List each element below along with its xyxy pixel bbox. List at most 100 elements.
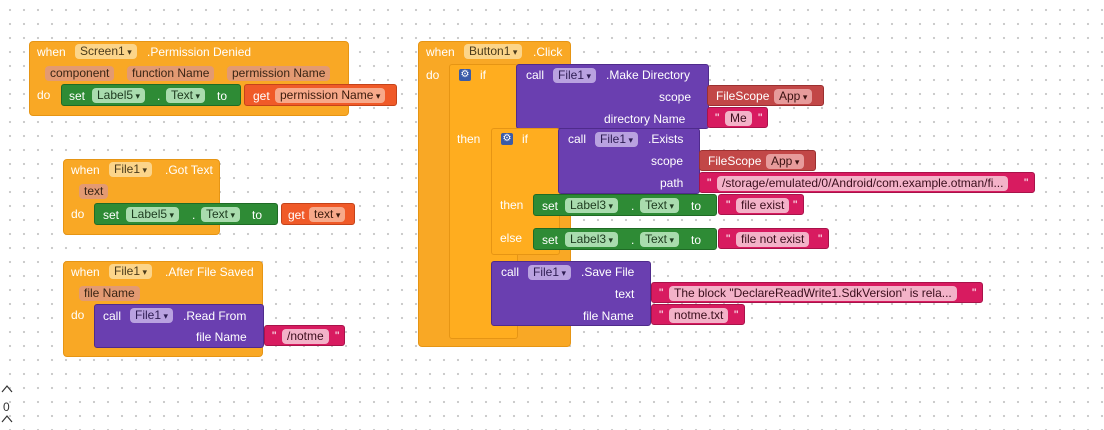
method-name: .Make Directory	[606, 68, 691, 82]
when-keyword: when	[426, 45, 455, 59]
quote-open: "	[659, 308, 664, 322]
event-name: .Got Text	[165, 163, 213, 177]
get-variable-dropdown[interactable]: permission Name	[275, 88, 386, 103]
text-string-value[interactable]: Me	[725, 111, 752, 126]
to-keyword: to	[691, 199, 702, 213]
call-file1-read-from-block[interactable]: call File1 .Read From file Name	[94, 304, 264, 348]
filescope-label: FileScope	[708, 154, 762, 168]
quote-close: "	[793, 198, 798, 212]
set-target-dropdown[interactable]: Label3	[565, 232, 619, 247]
set-keyword: set	[103, 208, 120, 222]
set-property-dropdown[interactable]: Text	[166, 88, 206, 103]
arg-label-file-name: file Name	[196, 330, 247, 344]
call-keyword: call	[526, 68, 545, 82]
quote-open: "	[707, 176, 712, 190]
param-file-name[interactable]: file Name	[79, 286, 140, 301]
do-keyword: do	[71, 308, 85, 322]
text-string-block[interactable]: " file not exist "	[718, 228, 829, 249]
quote-close: "	[972, 286, 977, 300]
method-name: .Save File	[581, 265, 635, 279]
call-component-dropdown[interactable]: File1	[553, 68, 597, 83]
param-function-name[interactable]: function Name	[127, 66, 215, 81]
text-string-value[interactable]: The block "DeclareReadWrite1.SdkVersion"…	[669, 286, 957, 301]
text-string-block[interactable]: " notme.txt "	[651, 304, 745, 325]
text-string-block[interactable]: " /notme "	[264, 325, 345, 346]
text-string-value[interactable]: /storage/emulated/0/Android/com.example.…	[717, 176, 1009, 191]
set-target-dropdown[interactable]: Label5	[92, 88, 146, 103]
set-label5-text-block[interactable]: set Label5 . Text to	[61, 84, 241, 106]
call-keyword: call	[568, 132, 587, 146]
get-keyword: get	[253, 89, 270, 103]
quote-open: "	[272, 329, 277, 343]
filescope-dropdown[interactable]: App	[774, 89, 813, 104]
quote-close: "	[335, 329, 340, 343]
event-name: .Permission Denied	[147, 45, 252, 59]
get-keyword: get	[288, 208, 305, 222]
quote-close: "	[818, 232, 823, 246]
set-target-dropdown[interactable]: Label3	[565, 198, 619, 213]
call-component-dropdown[interactable]: File1	[528, 265, 572, 280]
get-variable-dropdown[interactable]: text	[309, 207, 346, 222]
event-name: .Click	[533, 45, 563, 59]
set-label3-text-block[interactable]: set Label3 . Text to	[533, 194, 717, 216]
text-string-block[interactable]: " file exist "	[718, 194, 804, 215]
text-string-block[interactable]: " The block "DeclareReadWrite1.SdkVersio…	[651, 282, 983, 303]
set-keyword: set	[542, 233, 559, 247]
then-keyword: then	[457, 132, 481, 146]
mutator-gear-icon[interactable]: ⚙	[459, 69, 471, 81]
event-block-screen1-permission-denied[interactable]: when Screen1 .Permission Denied componen…	[29, 41, 349, 116]
filescope-label: FileScope	[716, 89, 770, 103]
set-target-dropdown[interactable]: Label5	[126, 207, 180, 222]
do-keyword: do	[426, 68, 440, 82]
set-property-dropdown[interactable]: Text	[640, 232, 680, 247]
quote-close: "	[1024, 176, 1029, 190]
param-permission-name[interactable]: permission Name	[227, 66, 331, 81]
param-component[interactable]: component	[45, 66, 115, 81]
text-string-value[interactable]: file not exist	[736, 232, 810, 247]
when-keyword: when	[37, 45, 66, 59]
quote-open: "	[715, 111, 720, 125]
dot-separator: .	[631, 233, 635, 247]
call-file1-save-file-block[interactable]: call File1 .Save File text file Name	[491, 261, 651, 326]
call-component-dropdown[interactable]: File1	[595, 132, 639, 147]
get-permission-name-block[interactable]: get permission Name	[244, 84, 397, 106]
component-dropdown[interactable]: Button1	[464, 44, 523, 59]
component-dropdown[interactable]: Screen1	[75, 44, 137, 59]
set-label5-text-block[interactable]: set Label5 . Text to	[94, 203, 278, 225]
filescope-block[interactable]: FileScope App	[699, 150, 816, 171]
when-keyword: when	[71, 163, 100, 177]
set-property-dropdown[interactable]: Text	[201, 207, 241, 222]
method-name: .Read From	[183, 309, 247, 323]
to-keyword: to	[217, 89, 228, 103]
quote-open: "	[726, 198, 731, 212]
text-string-value[interactable]: notme.txt	[669, 308, 729, 323]
mutator-gear-icon[interactable]: ⚙	[501, 133, 513, 145]
arg-label-directory-name: directory Name	[604, 112, 686, 126]
get-text-block[interactable]: get text	[281, 203, 355, 225]
filescope-block[interactable]: FileScope App	[707, 85, 824, 106]
call-file1-exists-block[interactable]: call File1 .Exists scope path	[558, 128, 700, 194]
zoom-reset-control[interactable]: 0	[0, 384, 14, 424]
component-dropdown[interactable]: File1	[109, 162, 153, 177]
quote-close: "	[734, 308, 739, 322]
text-string-block[interactable]: " Me "	[707, 107, 768, 128]
to-keyword: to	[691, 233, 702, 247]
set-label3-text-block[interactable]: set Label3 . Text to	[533, 228, 717, 250]
do-keyword: do	[37, 88, 51, 102]
text-string-value[interactable]: file exist	[736, 198, 790, 213]
event-name: .After File Saved	[165, 265, 254, 279]
call-file1-make-directory-block[interactable]: call File1 .Make Directory scope directo…	[516, 64, 709, 129]
text-string-block[interactable]: " /storage/emulated/0/Android/com.exampl…	[699, 172, 1035, 193]
filescope-dropdown[interactable]: App	[766, 154, 805, 169]
param-text[interactable]: text	[79, 184, 109, 199]
quote-open: "	[726, 232, 731, 246]
dot-separator: .	[157, 89, 161, 103]
component-dropdown[interactable]: File1	[109, 264, 153, 279]
call-component-dropdown[interactable]: File1	[130, 308, 174, 323]
if-keyword: if	[480, 68, 486, 82]
arg-label-path: path	[660, 176, 684, 190]
text-string-value[interactable]: /notme	[282, 329, 329, 344]
quote-close: "	[758, 111, 763, 125]
call-keyword: call	[501, 265, 520, 279]
set-property-dropdown[interactable]: Text	[640, 198, 680, 213]
